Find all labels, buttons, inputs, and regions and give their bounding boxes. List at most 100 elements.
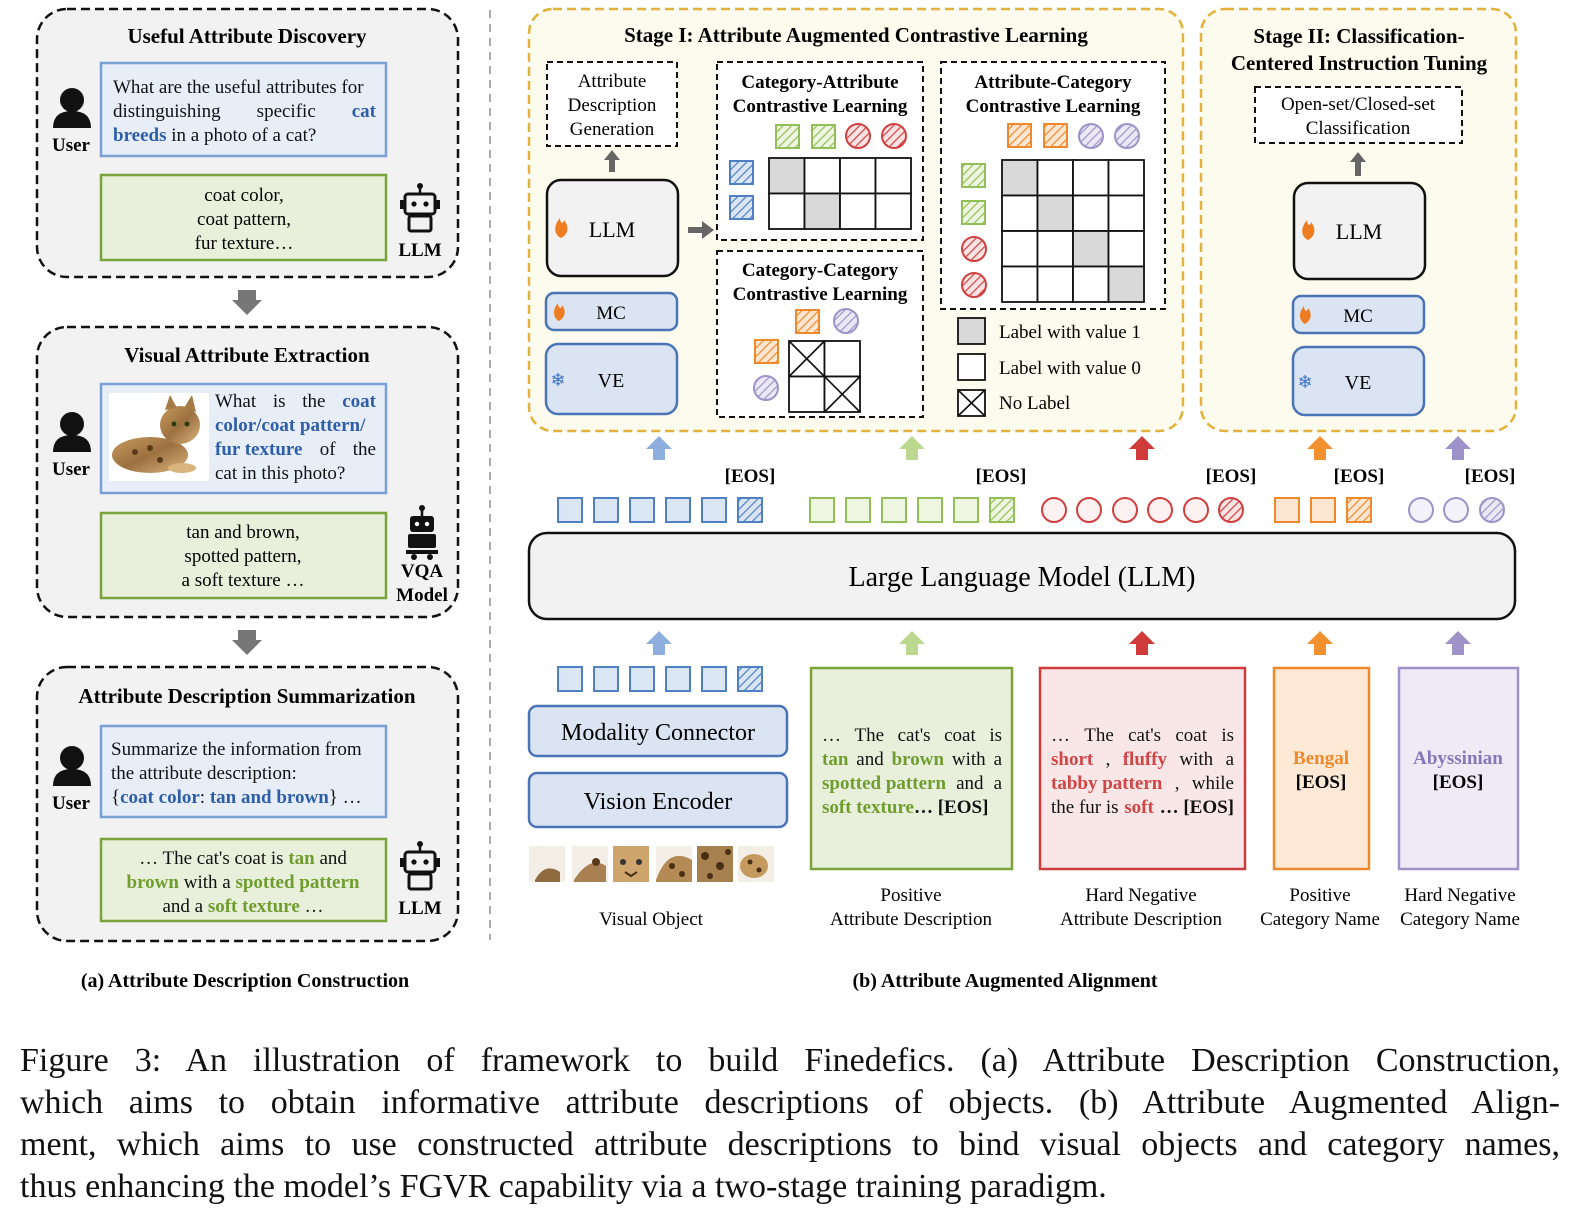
text-line: Hard Negative (1404, 885, 1515, 906)
stage-two-ve-block (1291, 345, 1426, 417)
stage-two-llm-label: LLM (1336, 219, 1382, 244)
text-line: [EOS] (976, 466, 1027, 487)
text-line: Category Name (1400, 909, 1520, 930)
attribute-category-top-tokens (1007, 123, 1140, 149)
user-icon (53, 412, 91, 452)
token-square (1310, 497, 1336, 523)
down-arrow-icon (232, 630, 262, 655)
text-line: coat color, (204, 185, 283, 206)
legend-swatch-value-1 (957, 317, 986, 345)
matrix-cell (1072, 194, 1110, 232)
text-line: Model (396, 585, 448, 606)
token-square (629, 497, 655, 523)
answer-bubble (99, 511, 388, 600)
stage-one-ve-block (544, 342, 679, 416)
fire-icon (1302, 220, 1315, 240)
positive-name-box (1272, 666, 1371, 871)
stage-two-title: Stage II: Classification-Centered Instru… (1231, 24, 1488, 75)
token-square (811, 124, 836, 149)
stage-one-mc-block (544, 291, 679, 332)
token-circle (1078, 123, 1104, 149)
token-square (961, 200, 986, 225)
text-line: the fur is soft … [EOS] (1051, 797, 1234, 818)
output-token-row (557, 497, 1505, 523)
token-square (989, 497, 1015, 523)
robot-icon (400, 841, 440, 891)
legend-swatch-value-0 (957, 353, 986, 381)
matrix-cell (1036, 230, 1074, 268)
user-label: User (52, 135, 91, 156)
token-circle (753, 375, 779, 401)
text-line: soft texture… [EOS] (822, 797, 988, 818)
text-line: a soft texture … (182, 570, 305, 591)
matrix-cell (1072, 265, 1110, 303)
vqa-robot-icon (406, 505, 438, 560)
token-square (593, 666, 619, 692)
matrix-cell (803, 157, 841, 195)
attribute-category-left-tokens (961, 163, 987, 298)
up-arrow-icon (1307, 436, 1333, 460)
stage-one-llm-label: LLM (589, 217, 635, 242)
matrix-cell (823, 340, 861, 378)
caption-line-2: which aims to obtain informative attribu… (20, 1084, 1560, 1121)
category-category-left-tokens (753, 339, 779, 401)
text-line: … The cat's coat is tan and (139, 848, 347, 869)
up-arrow-icon (1129, 436, 1155, 460)
attribute-category-matrix (1001, 159, 1145, 303)
text-line: spotted pattern, (184, 546, 301, 567)
token-square (754, 339, 779, 364)
text-line: [EOS] (1206, 466, 1257, 487)
fire-icon (554, 303, 565, 321)
text-line: What are the useful attributes for (113, 77, 364, 98)
vision-encoder-block (527, 771, 789, 829)
question-bubble (99, 61, 388, 158)
modality-connector-block (527, 704, 789, 758)
question-text: What are the useful attributes for distin… (113, 77, 377, 146)
vision-encoder-label: Vision Encoder (584, 789, 733, 815)
text-line: Positive (1289, 885, 1350, 906)
token-square (1274, 497, 1300, 523)
up-arrow-icon (899, 436, 925, 460)
text-line: Hard Negative (1085, 885, 1196, 906)
framework-diagram: Useful Attribute Discovery User What are… (35, 7, 1520, 992)
up-arrow-icon (1445, 436, 1471, 460)
text-line: color/coat pattern/ (215, 415, 366, 436)
token-circle (1114, 123, 1140, 149)
answer-bubble (99, 173, 388, 262)
text-line: [EOS] (1334, 466, 1385, 487)
token-circle (961, 236, 987, 262)
stage-feed-arrows (646, 436, 1471, 460)
token-circle (961, 272, 987, 298)
text-line: Classification (1306, 118, 1411, 139)
agent-label: LLM (398, 898, 441, 919)
text-line: brown with a spotted pattern (127, 872, 360, 893)
classification-task-box (1254, 86, 1463, 144)
matrix-cell (1036, 159, 1074, 197)
token-square (795, 309, 820, 334)
down-arrow-icon (232, 290, 262, 315)
category-attribute-top-tokens (775, 123, 907, 149)
token-square (775, 124, 800, 149)
eos-labels: [EOS][EOS][EOS][EOS][EOS] (725, 466, 1516, 487)
stage-two-mc-label: MC (1343, 306, 1373, 327)
stage-one-title: Stage I: Attribute Augmented Contrastive… (624, 23, 1088, 47)
answer-bubble (99, 837, 388, 923)
fire-icon (555, 218, 568, 238)
text-line: cat in this photo? (215, 463, 345, 484)
answer-text: … The cat's coat is tan and brown with a … (127, 848, 360, 917)
token-circle (1147, 497, 1173, 523)
text-line: {coat color: tan and brown} … (111, 787, 362, 808)
